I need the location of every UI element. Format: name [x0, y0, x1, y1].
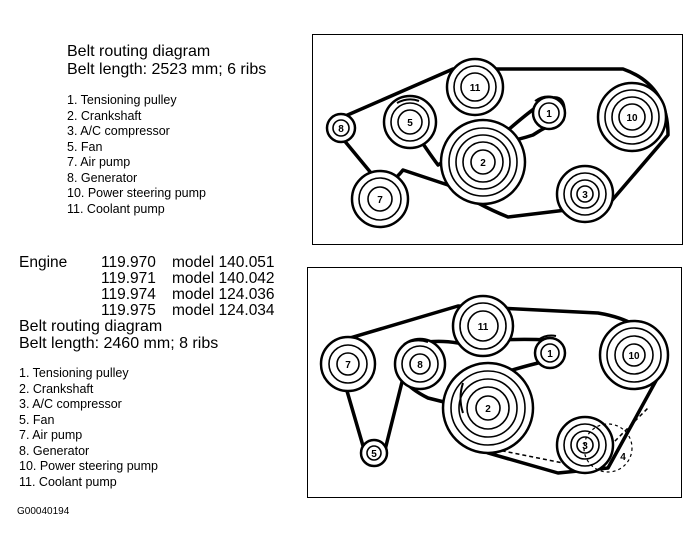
- legend-item: 11. Coolant pump: [67, 201, 165, 216]
- pulley-5: [359, 438, 389, 468]
- engine-model: model 124.034: [172, 302, 275, 319]
- engine-model: model 140.051: [172, 254, 275, 271]
- top-diagram-title: Belt routing diagram: [67, 43, 211, 60]
- top-belt-drawing: 11 1 5 8 2 10 7 3: [325, 57, 670, 229]
- engine-number: 119.970: [101, 254, 156, 271]
- top-belt-diagram: 11 1 5 8 2 10 7 3: [312, 34, 683, 245]
- rotation-arrow: [396, 95, 554, 104]
- engine-model: model 124.036: [172, 286, 275, 303]
- legend-item: 5. Fan: [19, 412, 55, 427]
- pulley-label: 5: [371, 449, 377, 460]
- pulley-1: [533, 336, 567, 370]
- pulley-10: [596, 81, 668, 153]
- legend-item: 5. Fan: [67, 139, 103, 154]
- pulley-label: 3: [582, 190, 588, 201]
- legend-item: 7. Air pump: [67, 155, 131, 169]
- top-belt-length: Belt length: 2523 mm; 6 ribs: [67, 61, 267, 78]
- figure-code: G00040194: [17, 506, 70, 517]
- pulley-label: 11: [478, 322, 489, 333]
- pulley-label: 2: [480, 158, 486, 169]
- legend-item: 11. Coolant pump: [19, 474, 117, 489]
- pulley-label: 8: [417, 360, 423, 371]
- pulley-label: 2: [485, 404, 491, 415]
- pulley-label: 5: [407, 118, 413, 129]
- bottom-diagram-title: Belt routing diagram: [19, 318, 163, 335]
- legend-item: 3. A/C compressor: [19, 397, 122, 411]
- pulley-10: [598, 319, 670, 391]
- pulley-label: 11: [470, 83, 481, 94]
- pulley-label: 10: [628, 351, 640, 362]
- pulley-label: 7: [345, 360, 351, 371]
- pulley-label: 3: [582, 441, 588, 452]
- bottom-belt-diagram: 11 7 8 1 10 2 3 5 4: [307, 267, 682, 498]
- pulley-2: [439, 118, 527, 206]
- pulley-label: 1: [547, 349, 553, 360]
- legend-item: 8. Generator: [19, 443, 90, 458]
- bottom-belt-drawing: 11 7 8 1 10 2 3 5 4: [319, 294, 670, 475]
- pulley-8: [393, 337, 447, 391]
- legend-item: 2. Crankshaft: [19, 381, 94, 396]
- pulley-5: [382, 94, 438, 150]
- pulley-3: [555, 164, 615, 224]
- pulley-label: 8: [338, 124, 344, 135]
- pulley-2: [441, 361, 535, 455]
- legend-item: 3. A/C compressor: [67, 124, 170, 138]
- pulley-1: [531, 95, 567, 131]
- pulley-7: [319, 335, 377, 393]
- pulley-7: [350, 169, 410, 229]
- legend-item: 7. Air pump: [19, 428, 83, 442]
- legend-item: 1. Tensioning pulley: [67, 93, 177, 107]
- pulley-label: 4: [620, 452, 626, 463]
- legend-item: 1. Tensioning pulley: [19, 366, 129, 380]
- engine-number: 119.975: [101, 302, 156, 319]
- pulley-label: 10: [626, 113, 638, 124]
- pulley-label: 7: [377, 195, 383, 206]
- legend-item: 8. Generator: [67, 170, 138, 185]
- legend-item: 10. Power steering pump: [19, 459, 158, 473]
- pulley-11: [451, 294, 515, 358]
- pulley-4-outline: [583, 423, 633, 473]
- legend-item: 2. Crankshaft: [67, 108, 142, 123]
- pulley-8: [325, 112, 357, 144]
- legend-item: 10. Power steering pump: [67, 186, 206, 200]
- rotation-arrow: [403, 334, 557, 414]
- pulley-11: [445, 57, 505, 117]
- engine-number: 119.971: [101, 270, 156, 287]
- engine-number: 119.974: [101, 286, 156, 303]
- bottom-belt-length: Belt length: 2460 mm; 8 ribs: [19, 335, 219, 352]
- engine-label: Engine: [19, 254, 68, 271]
- engine-model: model 140.042: [172, 270, 275, 287]
- pulley-label: 1: [546, 109, 552, 120]
- pulley-3: [555, 415, 615, 475]
